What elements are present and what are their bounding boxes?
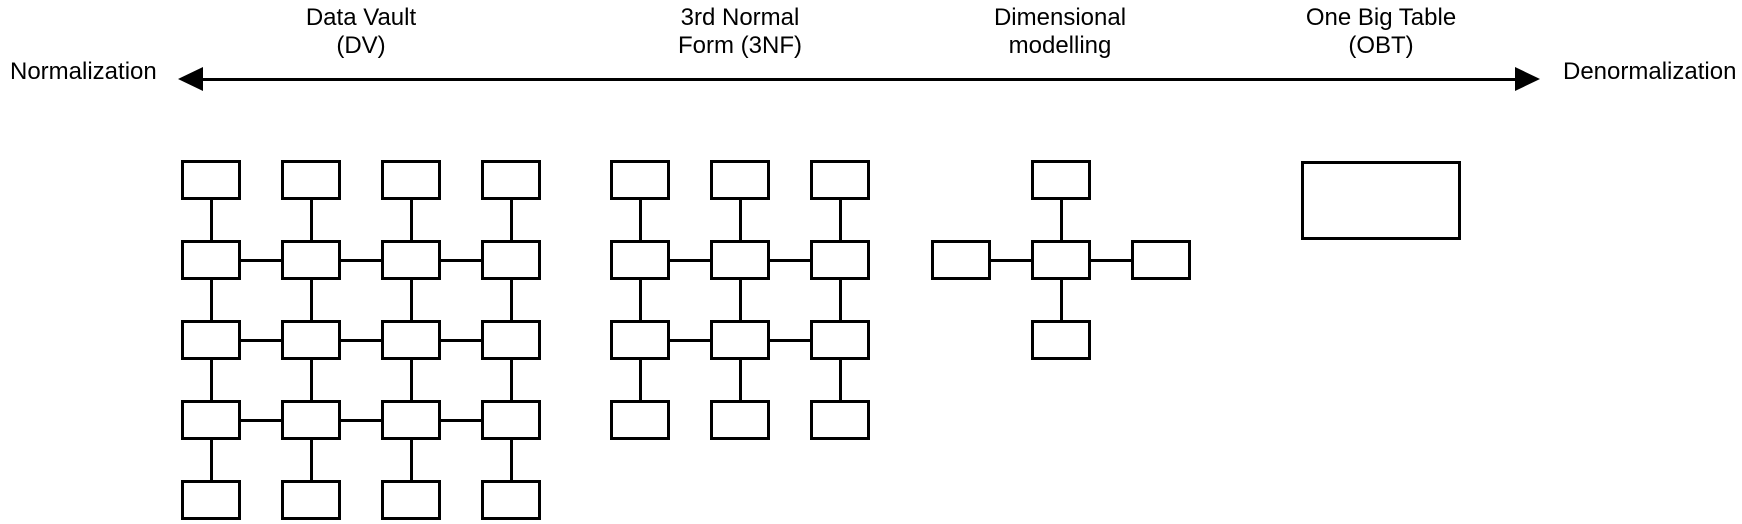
third-normal-form-connector — [770, 338, 810, 342]
third-normal-form-connector — [638, 360, 642, 400]
third-normal-form-table-box — [610, 240, 670, 280]
data-vault-table-box — [381, 160, 441, 200]
data-vault-connector — [441, 338, 481, 342]
third-normal-form-connector — [638, 200, 642, 240]
data-vault-table-box — [181, 240, 241, 280]
arrowhead-right-icon — [1515, 67, 1540, 91]
data-vault-connector — [209, 200, 213, 240]
data-vault-table-box — [481, 320, 541, 360]
third-normal-form-table-box — [710, 160, 770, 200]
third-normal-form-connector — [838, 280, 842, 320]
title-line: Form (3NF) — [678, 32, 802, 59]
data-vault-connector — [209, 440, 213, 480]
data-vault-table-box — [481, 480, 541, 520]
data-vault-connector — [309, 200, 313, 240]
third-normal-form-table-box — [810, 320, 870, 360]
data-vault-connector — [241, 258, 281, 262]
data-vault-table-box — [281, 160, 341, 200]
data-vault-table-box — [381, 480, 441, 520]
arrowhead-left-icon — [178, 67, 203, 91]
data-vault-connector — [341, 258, 381, 262]
data-vault-connector — [441, 418, 481, 422]
third-normal-form-connector — [738, 200, 742, 240]
dimensional-modelling-table-box — [1031, 320, 1091, 360]
third-normal-form-connector — [838, 360, 842, 400]
data-vault-table-box — [281, 480, 341, 520]
title-line: Data Vault — [305, 4, 417, 31]
title-one-big-table: One Big Table (OBT) — [1306, 4, 1456, 60]
data-vault-connector — [509, 200, 513, 240]
third-normal-form-connector — [670, 258, 710, 262]
third-normal-form-table-box — [710, 240, 770, 280]
title-line: 3rd Normal — [680, 4, 800, 31]
data-vault-connector — [209, 280, 213, 320]
data-vault-connector — [241, 338, 281, 342]
third-normal-form-table-box — [710, 400, 770, 440]
third-normal-form-connector — [770, 258, 810, 262]
data-vault-table-box — [481, 160, 541, 200]
third-normal-form-table-box — [610, 400, 670, 440]
data-vault-table-box — [381, 400, 441, 440]
data-vault-table-box — [281, 240, 341, 280]
data-vault-connector — [409, 360, 413, 400]
data-vault-connector — [509, 360, 513, 400]
data-vault-table-box — [181, 320, 241, 360]
data-vault-table-box — [281, 320, 341, 360]
data-vault-connector — [309, 440, 313, 480]
data-vault-table-box — [481, 240, 541, 280]
data-vault-connector — [341, 338, 381, 342]
third-normal-form-table-box — [810, 240, 870, 280]
third-normal-form-connector — [670, 338, 710, 342]
dimensional-modelling-table-box — [1031, 160, 1091, 200]
title-line: One Big Table — [1305, 4, 1457, 31]
dimensional-modelling-table-box — [931, 240, 991, 280]
third-normal-form-table-box — [610, 160, 670, 200]
data-vault-table-box — [181, 400, 241, 440]
data-vault-connector — [409, 280, 413, 320]
data-vault-connector — [341, 418, 381, 422]
dimensional-modelling-connector — [1091, 258, 1131, 262]
data-vault-connector — [509, 440, 513, 480]
third-normal-form-table-box — [710, 320, 770, 360]
data-vault-connector — [509, 280, 513, 320]
title-line: modelling — [1008, 32, 1112, 59]
one-big-table-table-box — [1301, 161, 1461, 240]
data-vault-table-box — [181, 480, 241, 520]
data-vault-connector — [409, 200, 413, 240]
data-vault-connector — [441, 258, 481, 262]
dimensional-modelling-connector — [1059, 280, 1063, 320]
third-normal-form-connector — [638, 280, 642, 320]
title-line: (OBT) — [1348, 32, 1414, 59]
third-normal-form-table-box — [810, 400, 870, 440]
data-vault-table-box — [281, 400, 341, 440]
dimensional-modelling-table-box — [1031, 240, 1091, 280]
spectrum-arrow-line — [198, 77, 1520, 81]
data-vault-table-box — [181, 160, 241, 200]
normalization-label: Normalization — [10, 58, 157, 85]
data-vault-connector — [309, 360, 313, 400]
title-third-normal-form: 3rd Normal Form (3NF) — [678, 4, 802, 60]
data-vault-table-box — [381, 240, 441, 280]
data-vault-table-box — [481, 400, 541, 440]
dimensional-modelling-connector — [1059, 200, 1063, 240]
denormalization-label: Denormalization — [1563, 58, 1737, 85]
third-normal-form-table-box — [610, 320, 670, 360]
title-dimensional-modelling: Dimensional modelling — [994, 4, 1126, 60]
data-vault-connector — [209, 360, 213, 400]
third-normal-form-table-box — [810, 160, 870, 200]
dimensional-modelling-connector — [991, 258, 1031, 262]
third-normal-form-connector — [838, 200, 842, 240]
title-data-vault: Data Vault (DV) — [306, 4, 416, 60]
data-vault-table-box — [381, 320, 441, 360]
title-line: (DV) — [336, 32, 386, 59]
third-normal-form-connector — [738, 360, 742, 400]
data-vault-connector — [309, 280, 313, 320]
title-line: Dimensional — [993, 4, 1127, 31]
dimensional-modelling-table-box — [1131, 240, 1191, 280]
data-vault-connector — [241, 418, 281, 422]
data-vault-connector — [409, 440, 413, 480]
third-normal-form-connector — [738, 280, 742, 320]
